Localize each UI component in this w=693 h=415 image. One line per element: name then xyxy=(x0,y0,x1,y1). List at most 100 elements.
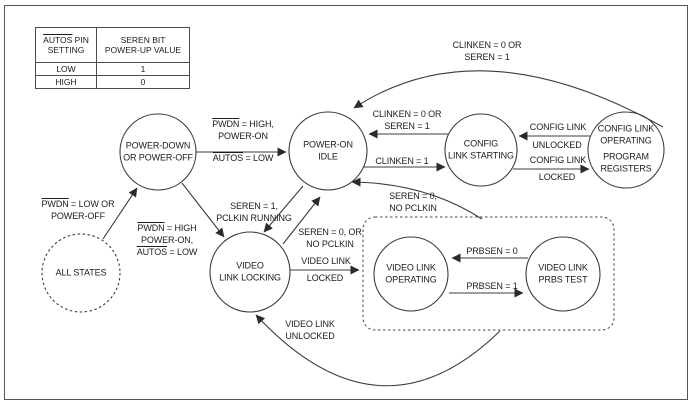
label-vll-idle-l1: SEREN = 0, OR xyxy=(298,227,362,237)
label-pd-vll-l3: = LOW xyxy=(167,247,198,257)
label-pd-vll-l2: POWER-ON, xyxy=(140,235,194,245)
label-cls-clo-l2: LOCKED xyxy=(538,172,576,182)
label-all-states-to-power-down: PWDN = LOW OR POWER-OFF xyxy=(42,198,115,222)
label-prbs-vlo: PRBSEN = 0 xyxy=(466,246,518,256)
state-prbs-l2: PRBS TEST xyxy=(538,274,588,284)
state-all-states-label: ALL STATES xyxy=(56,267,107,279)
arrow-all-states-to-power-down xyxy=(102,187,138,240)
arrow-config-operating-to-idle-arc xyxy=(353,70,664,128)
state-all-states-circle xyxy=(41,233,121,313)
state-video-link-locking-label: VIDEO LINK LOCKING xyxy=(219,261,281,284)
state-cls-l2: LINK STARTING xyxy=(448,150,514,160)
table-header-seren-line2: POWER-UP VALUE xyxy=(104,45,182,55)
label-cls-idle-l1: CLINKEN = 0 OR xyxy=(372,109,442,119)
arrow-video-group-to-locking-arc xyxy=(255,314,501,387)
state-vll-l2: LINK LOCKING xyxy=(219,272,281,282)
arrow-power-down-to-video-locking xyxy=(181,182,225,238)
state-config-link-operating-label: CONFIG LINK OPERATING PROGRAM REGISTERS xyxy=(597,123,655,175)
state-video-link-operating-circle xyxy=(373,236,449,312)
label-prbsen-0: PRBSEN = 0 xyxy=(466,245,517,257)
label-config-locked-l2: LOCKED xyxy=(538,171,576,183)
label-power-down-to-video-locking: PWDN = HIGH POWER-ON, AUTOS = LOW xyxy=(137,222,198,258)
label-pd-vll-l1: = HIGH xyxy=(164,223,197,233)
label-clo-cls-l2: UNLOCKED xyxy=(532,140,582,150)
state-power-down-label: POWER-DOWN OR POWER-OFF xyxy=(123,141,193,164)
label-prbsen-1: PRBSEN = 1 xyxy=(466,280,517,292)
state-power-on-idle-label: POWER-ON IDLE xyxy=(303,140,353,163)
label-idle-vll-l2: PCLKIN RUNNING xyxy=(216,213,292,223)
state-config-link-starting-circle xyxy=(444,113,518,187)
table-header-autos-pin: AUTOS PIN SETTING xyxy=(35,27,97,63)
label-config-unlocked-l2: UNLOCKED xyxy=(532,139,581,151)
state-clo-l2: OPERATING xyxy=(600,135,652,145)
state-vll-l1: VIDEO xyxy=(236,260,264,271)
state-vlo-l2: OPERATING xyxy=(385,274,437,284)
state-prbs-l1: VIDEO LINK xyxy=(538,262,588,273)
label-arc-bottom-l2: UNLOCKED xyxy=(285,331,335,341)
label-power-down-to-idle-below: AUTOS = LOW xyxy=(213,152,274,164)
label-vll-vlo-l1: VIDEO LINK xyxy=(301,256,351,266)
label-cls-idle-l2: SEREN = 1 xyxy=(384,121,430,131)
table-header-setting: SETTING xyxy=(47,45,85,55)
label-arc-top-l1: CLINKEN = 0 OR xyxy=(452,40,522,50)
arrow-video-locking-to-idle xyxy=(282,196,321,245)
state-clo-l3: PROGRAM xyxy=(603,151,649,162)
label-config-operating-to-idle-arc: CLINKEN = 0 OR SEREN = 1 xyxy=(453,39,522,63)
state-vlo-l1: VIDEO LINK xyxy=(386,262,436,273)
table-row: LOW 1 xyxy=(35,62,190,76)
arrow-video-group-to-idle xyxy=(351,177,483,220)
state-power-down-l1: POWER-DOWN xyxy=(125,140,191,151)
label-video-link-unlocked: VIDEO LINK UNLOCKED xyxy=(285,318,335,342)
label-video-link-locked-l2: LOCKED xyxy=(306,272,344,284)
state-config-link-operating-circle xyxy=(587,111,665,189)
label-vll-idle-l2: NO PCLKIN xyxy=(306,239,354,249)
state-config-link-starting-label: CONFIG LINK STARTING xyxy=(448,139,514,162)
pwdn-overline: PWDN xyxy=(212,119,240,129)
label-video-group-to-idle: SEREN = 0, NO PCLKIN xyxy=(389,190,437,214)
label-pd-idle-l1: = HIGH, xyxy=(239,119,274,129)
state-all-l1: ALL STATES xyxy=(55,267,107,278)
label-idle-vll-l1: SEREN = 1, xyxy=(230,201,278,211)
label-vlo-prbs: PRBSEN = 1 xyxy=(466,281,518,291)
table-cell-setting: HIGH xyxy=(35,75,97,89)
table-cell-value: 0 xyxy=(96,75,190,89)
label-idle-to-video-locking: SEREN = 1, PCLKIN RUNNING xyxy=(216,200,292,224)
video-link-group-box xyxy=(362,216,615,331)
label-config-starting-to-idle: CLINKEN = 0 OR SEREN = 1 xyxy=(373,108,442,132)
label-idle-cls-l1: CLINKEN = 1 xyxy=(375,156,429,166)
state-video-link-operating-label: VIDEO LINK OPERATING xyxy=(385,262,437,286)
autos-overline: AUTOS xyxy=(136,247,168,257)
state-idle-l1: POWER-ON xyxy=(303,139,353,150)
autos-overline: AUTOS xyxy=(212,153,244,163)
pwdn-overline: PWDN xyxy=(137,223,165,233)
label-video-link-locked-l1: VIDEO LINK xyxy=(301,255,351,267)
label-pd-idle-l3: = LOW xyxy=(243,153,274,163)
state-idle-l2: IDLE xyxy=(318,151,338,161)
state-clo-l4: REGISTERS xyxy=(600,163,652,173)
state-power-on-idle-circle xyxy=(288,111,368,191)
state-clo-l1: CONFIG LINK xyxy=(597,123,655,134)
table-row: HIGH 0 xyxy=(35,75,190,89)
state-video-link-locking-circle xyxy=(209,231,291,313)
state-power-down-l2: OR POWER-OFF xyxy=(123,152,193,162)
label-arc-bottom-l1: VIDEO LINK xyxy=(285,319,335,329)
state-video-link-prbs-test-circle xyxy=(525,236,601,312)
autos-pin-table: AUTOS PIN SETTING SEREN BIT POWER-UP VAL… xyxy=(35,27,190,89)
arrow-idle-to-video-locking xyxy=(263,185,304,233)
label-vll-vlo-l2: LOCKED xyxy=(306,273,344,283)
state-video-link-prbs-test-label: VIDEO LINK PRBS TEST xyxy=(538,263,588,286)
label-power-down-to-idle-above: PWDN = HIGH, POWER-ON xyxy=(212,118,274,142)
pwdn-overline: PWDN xyxy=(41,199,69,209)
table-header-seren-bit: SEREN BIT POWER-UP VALUE xyxy=(96,27,190,63)
label-clo-cls-l1: CONFIG LINK xyxy=(529,122,587,132)
table-header-pin: PIN xyxy=(72,34,89,45)
table-header-seren-line1: SEREN BIT xyxy=(120,34,166,45)
label-all-pd-l2: POWER-OFF xyxy=(50,211,106,221)
label-idle-to-config-starting: CLINKEN = 1 xyxy=(375,155,428,167)
label-config-unlocked-l1: CONFIG LINK xyxy=(529,121,587,133)
state-cls-l1: CONFIG xyxy=(463,138,499,149)
table-cell-value: 1 xyxy=(96,62,190,76)
label-arc-top-l2: SEREN = 1 xyxy=(464,52,510,62)
